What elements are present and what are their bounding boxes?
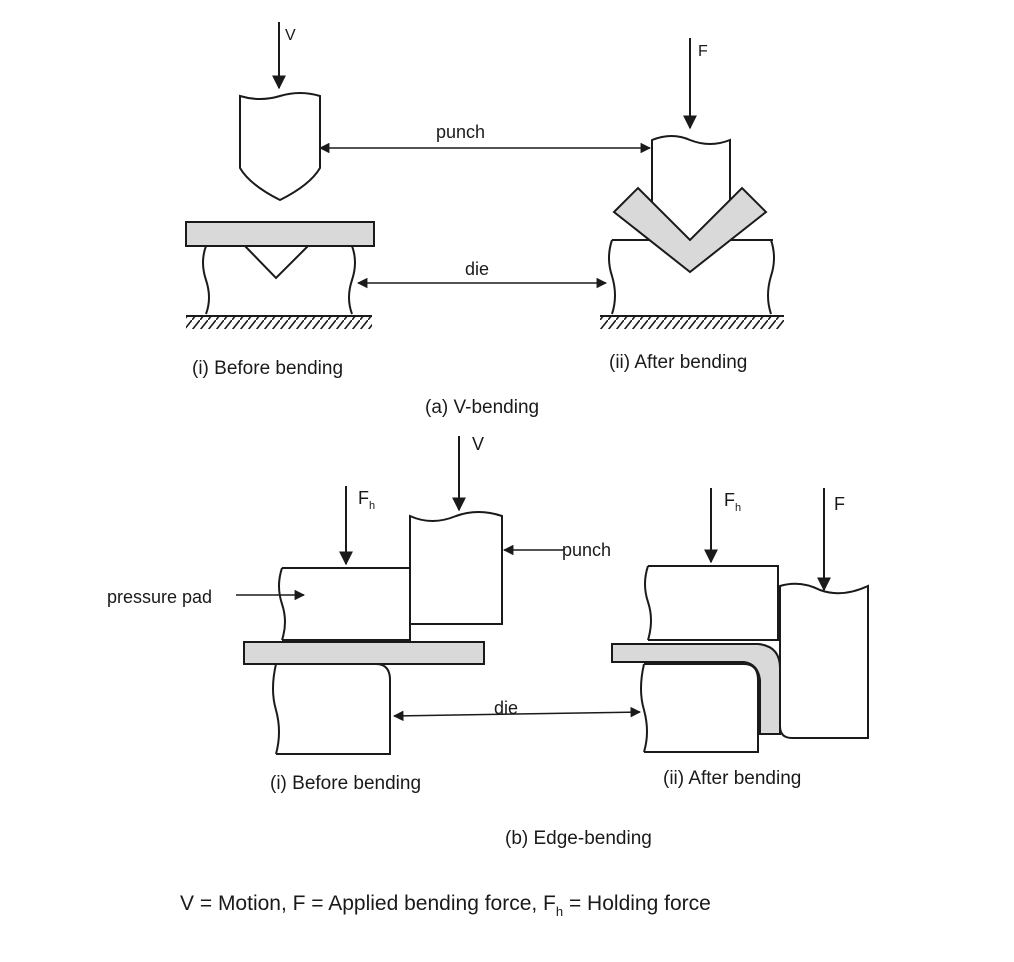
die-label: die bbox=[465, 259, 489, 279]
punch-label: punch bbox=[562, 540, 611, 560]
edge-punch bbox=[409, 511, 503, 625]
edge-die bbox=[272, 663, 391, 755]
edge-punch-after bbox=[779, 582, 869, 739]
edge-bending-after: Fh F (ii) After bending bbox=[611, 488, 869, 789]
legend: V = Motion, F = Applied bending force, F… bbox=[180, 892, 711, 919]
sheet-metal bbox=[243, 641, 485, 665]
after-caption: (ii) After bending bbox=[609, 352, 747, 373]
bent-sheet bbox=[612, 186, 768, 274]
pressure-pad-label: pressure pad bbox=[107, 587, 212, 607]
die-label: die bbox=[494, 698, 518, 718]
v-die-groove bbox=[244, 245, 309, 280]
ground-hatch bbox=[186, 317, 372, 329]
edge-bending-before: V Fh (i) Before bending bbox=[243, 434, 503, 794]
motion-label: V bbox=[285, 27, 296, 44]
sheet-metal bbox=[185, 221, 375, 247]
punch-label: punch bbox=[436, 122, 485, 142]
v-die-body bbox=[202, 245, 356, 315]
pressure-pad bbox=[278, 567, 411, 641]
before-caption: (i) Before bending bbox=[270, 773, 421, 794]
die-leader bbox=[392, 706, 642, 722]
holding-force-label: Fh bbox=[358, 488, 375, 512]
after-caption: (ii) After bending bbox=[663, 768, 801, 789]
pressure-pad-after bbox=[644, 565, 779, 641]
bent-sheet bbox=[611, 643, 781, 735]
edge-die-after bbox=[640, 663, 759, 753]
v-punch-after bbox=[651, 135, 731, 241]
ground-hatch bbox=[600, 317, 784, 329]
v-bending-after: F (ii) After bending bbox=[600, 38, 784, 373]
v-bending-before: V (i) Before bending bbox=[185, 22, 375, 379]
motion-label: V bbox=[472, 434, 484, 454]
before-caption: (i) Before bending bbox=[192, 358, 343, 379]
force-label: F bbox=[698, 43, 708, 60]
v-punch bbox=[239, 92, 321, 202]
edge-bending-title: (b) Edge-bending bbox=[505, 828, 652, 849]
force-label: F bbox=[834, 494, 845, 514]
holding-force-label: Fh bbox=[724, 490, 741, 514]
v-bending-title: (a) V-bending bbox=[425, 397, 539, 418]
